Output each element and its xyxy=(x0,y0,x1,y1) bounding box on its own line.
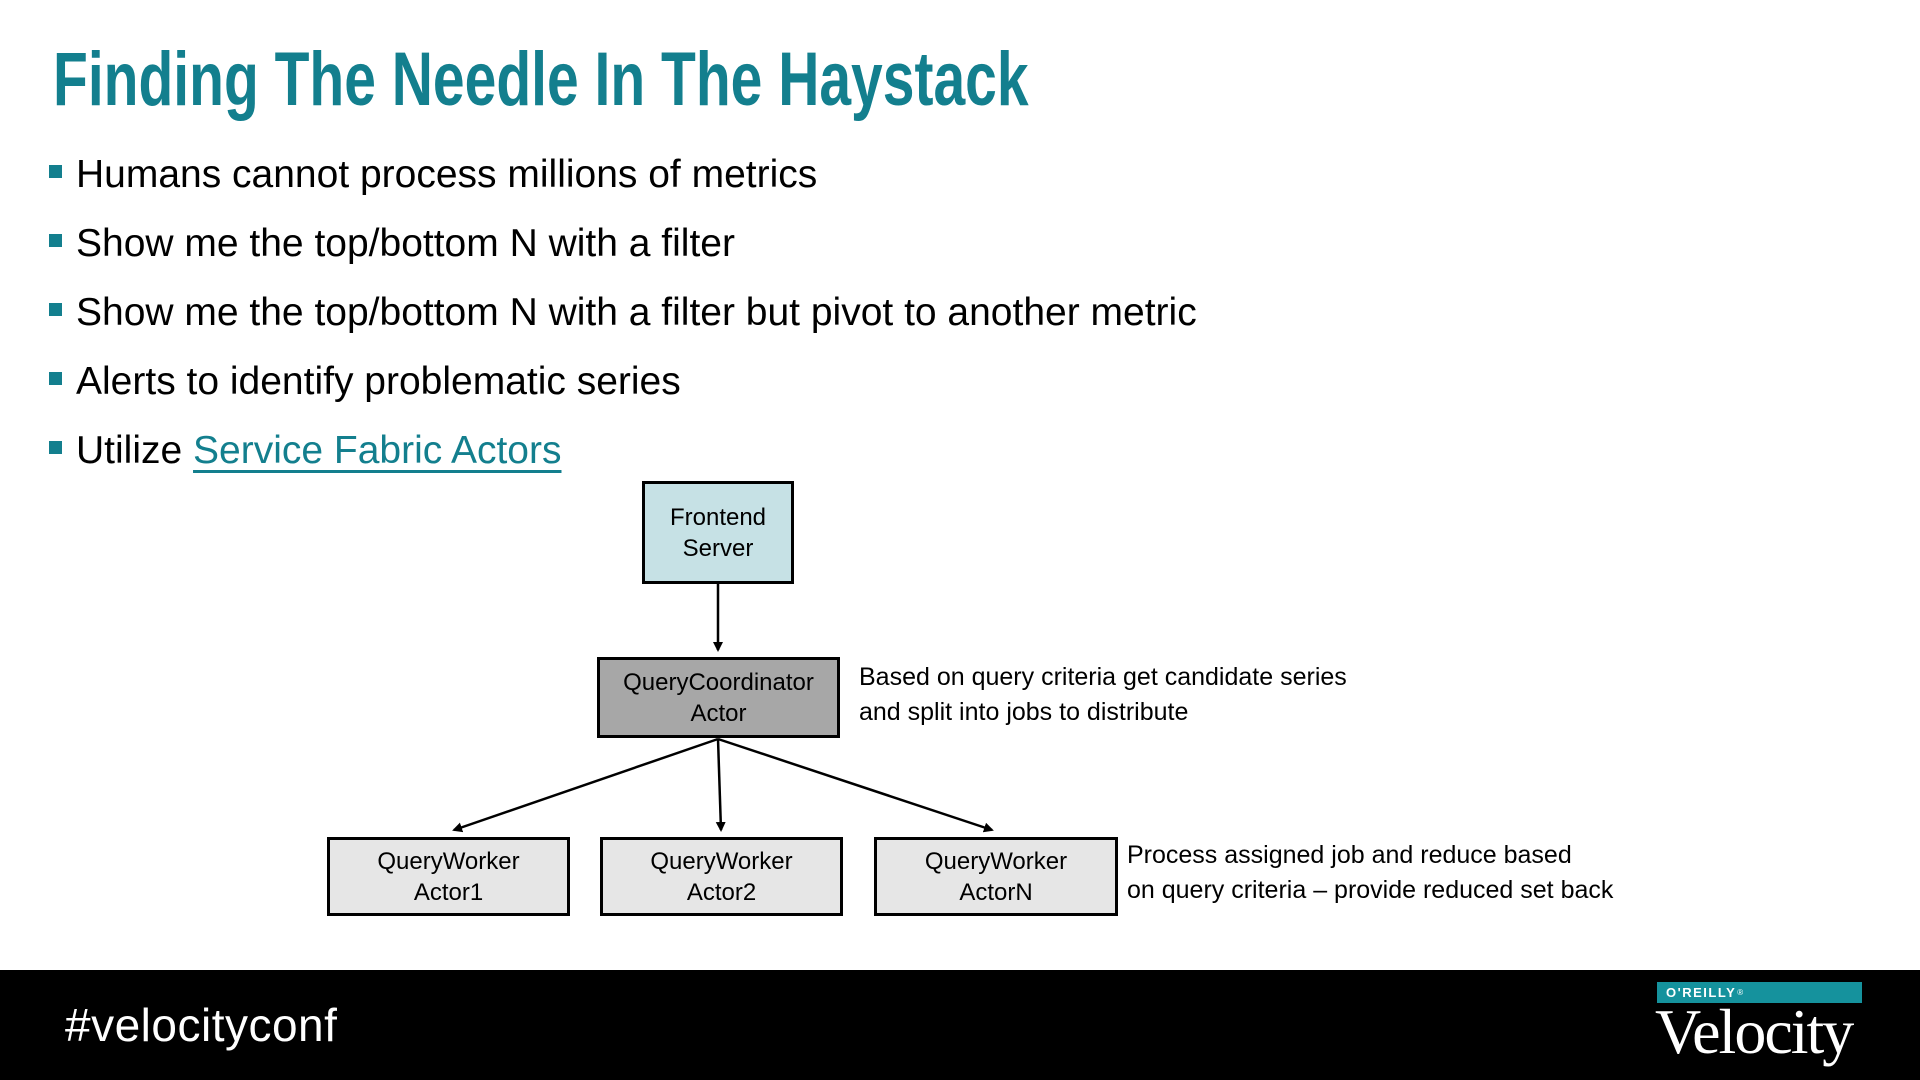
registered-mark-icon: ® xyxy=(1737,988,1744,997)
query-worker2-label-line1: QueryWorker xyxy=(650,847,793,875)
bullet-item: Utilize Service Fabric Actors xyxy=(49,416,1549,485)
bullet-square-icon xyxy=(49,234,62,247)
oreilly-brand-text: O'REILLY xyxy=(1666,985,1737,1000)
bullet-square-icon xyxy=(49,165,62,178)
query-worker2-label-line2: Actor2 xyxy=(686,878,757,906)
query-worker1-label-line1: QueryWorker xyxy=(377,847,520,875)
footer-hashtag: #velocityconf xyxy=(65,999,338,1051)
oreilly-logo-bar: O'REILLY ® xyxy=(1657,982,1862,1003)
bullet-item: Alerts to identify problematic series xyxy=(49,347,1549,416)
slide-title: Finding The Needle In The Haystack xyxy=(53,37,1029,122)
workers-annotation: Process assigned job and reduce based on… xyxy=(1127,838,1613,908)
query-coordinator-node: QueryCoordinator Actor xyxy=(597,657,840,738)
bullet-text-prefix: Utilize xyxy=(76,428,194,472)
frontend-server-label-line2: Server xyxy=(682,534,754,562)
bullet-text: Utilize Service Fabric Actors xyxy=(76,428,561,474)
frontend-server-node: Frontend Server xyxy=(642,481,794,584)
bullet-item: Humans cannot process millions of metric… xyxy=(49,140,1549,209)
bullet-item: Show me the top/bottom N with a filter xyxy=(49,209,1549,278)
query-coordinator-label-line1: QueryCoordinator xyxy=(623,668,814,696)
query-workerN-label-line1: QueryWorker xyxy=(924,847,1068,875)
service-fabric-actors-link[interactable]: Service Fabric Actors xyxy=(193,428,562,472)
bullet-text: Alerts to identify problematic series xyxy=(76,359,681,403)
coordinator-annotation-line2: and split into jobs to distribute xyxy=(859,698,1189,726)
diagram-connectors xyxy=(452,584,994,833)
bullet-list: Humans cannot process millions of metric… xyxy=(49,140,1549,485)
bullet-text: Show me the top/bottom N with a filter b… xyxy=(76,290,1197,334)
frontend-server-label-line1: Frontend xyxy=(669,503,767,531)
query-worker1-node: QueryWorker Actor1 xyxy=(327,837,570,916)
coordinator-annotation-line1: Based on query criteria get candidate se… xyxy=(859,663,1347,691)
query-worker1-label-line2: Actor1 xyxy=(413,878,484,906)
workers-annotation-line1: Process assigned job and reduce based xyxy=(1127,841,1572,869)
bullet-text: Show me the top/bottom N with a filter xyxy=(76,221,735,265)
bullet-text: Humans cannot process millions of metric… xyxy=(76,152,818,196)
query-workerN-node: QueryWorker ActorN xyxy=(874,837,1118,916)
bullet-square-icon xyxy=(49,372,62,385)
workers-annotation-line2: on query criteria – provide reduced set … xyxy=(1127,876,1614,904)
bullet-item: Show me the top/bottom N with a filter b… xyxy=(49,278,1549,347)
coordinator-annotation: Based on query criteria get candidate se… xyxy=(859,660,1347,730)
footer-bar: #velocityconf xyxy=(0,970,1920,1080)
bullet-square-icon xyxy=(49,441,62,454)
query-worker2-node: QueryWorker Actor2 xyxy=(600,837,843,916)
query-workerN-label-line2: ActorN xyxy=(959,878,1033,906)
bullet-square-icon xyxy=(49,303,62,316)
velocity-wordmark: Velocity xyxy=(1655,996,1854,1067)
query-coordinator-label-line2: Actor xyxy=(690,699,747,727)
